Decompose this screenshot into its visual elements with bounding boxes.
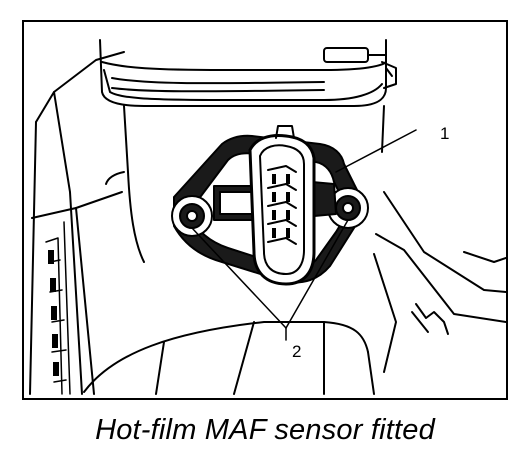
maf-sensor-illustration bbox=[29, 39, 506, 395]
sensor-connector bbox=[248, 125, 316, 286]
outlet-duct bbox=[373, 191, 506, 373]
leader-lines bbox=[191, 129, 417, 341]
airbox-housing bbox=[29, 51, 125, 395]
callout-label-2: 2 bbox=[292, 342, 302, 361]
lower-panel bbox=[83, 321, 375, 395]
diagram-frame: 1 2 bbox=[22, 20, 508, 400]
figure-caption: Hot-film MAF sensor fitted bbox=[95, 414, 435, 446]
intake-duct bbox=[99, 39, 397, 263]
callout-label-1: 1 bbox=[440, 124, 450, 143]
